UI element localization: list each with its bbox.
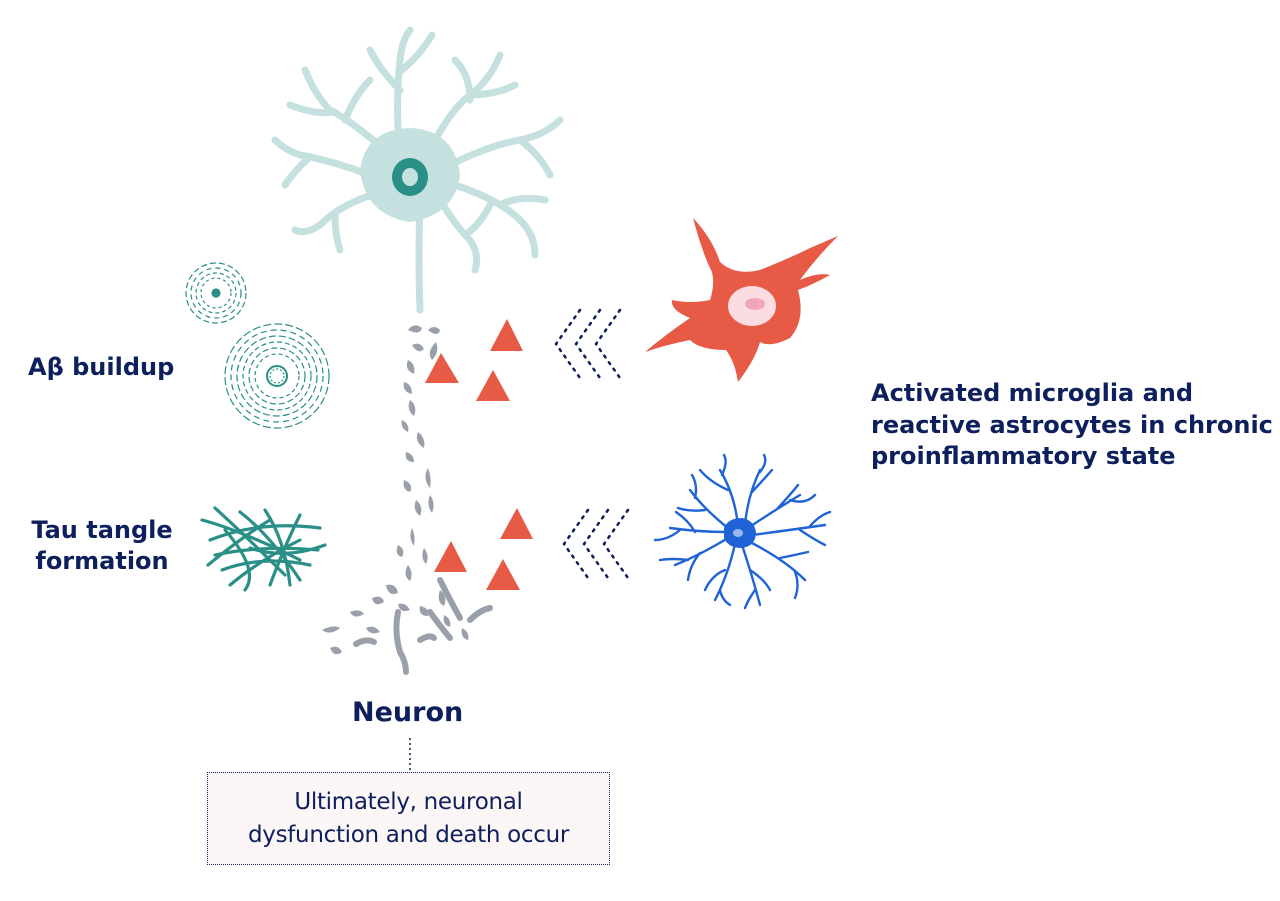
cytokine-triangle-icon (476, 370, 510, 401)
microglia-icon (645, 218, 838, 382)
glia-label-line-2: reactive astrocytes in chronic (871, 410, 1273, 439)
axon-fragment-strokes (353, 577, 493, 675)
tau-tangle-label: Tau tangle formation (28, 515, 176, 577)
axon-fragments (322, 325, 469, 655)
cytokine-triangle-icon (500, 508, 533, 539)
signal-chevron-icon (554, 308, 622, 380)
cytokine-triangle-icon (434, 541, 467, 572)
tau-label-line-2: formation (35, 547, 169, 575)
astrocyte-body (724, 518, 756, 548)
cytokine-triangle-icon (486, 559, 520, 590)
glia-label-line-3: proinflammatory state (871, 442, 1176, 470)
cytokine-triangle-icon (490, 319, 523, 351)
outcome-line-1: Ultimately, neuronal (294, 788, 523, 815)
amyloid-plaque-icon (185, 262, 247, 324)
cytokine-triangles (425, 319, 533, 590)
tau-label-line-1: Tau tangle (31, 516, 173, 544)
glia-label-line-1: Activated microglia and (871, 379, 1194, 407)
signal-chevron-icon-2 (562, 508, 630, 580)
outcome-box: Ultimately, neuronal dysfunction and dea… (207, 772, 610, 865)
amyloid-plaque-icon-large (224, 323, 330, 429)
astrocyte-icon (653, 453, 832, 610)
outcome-line-2: dysfunction and death occur (247, 821, 570, 848)
glia-label: Activated microglia and reactive astrocy… (871, 378, 1273, 473)
neuron-label: Neuron (352, 697, 464, 728)
cytokine-triangle-icon (425, 353, 459, 383)
outcome-text: Ultimately, neuronal dysfunction and dea… (248, 786, 569, 852)
neuron-icon (271, 26, 564, 314)
tau-tangle-icon (200, 506, 327, 592)
ab-buildup-label: Aβ buildup (28, 353, 175, 381)
